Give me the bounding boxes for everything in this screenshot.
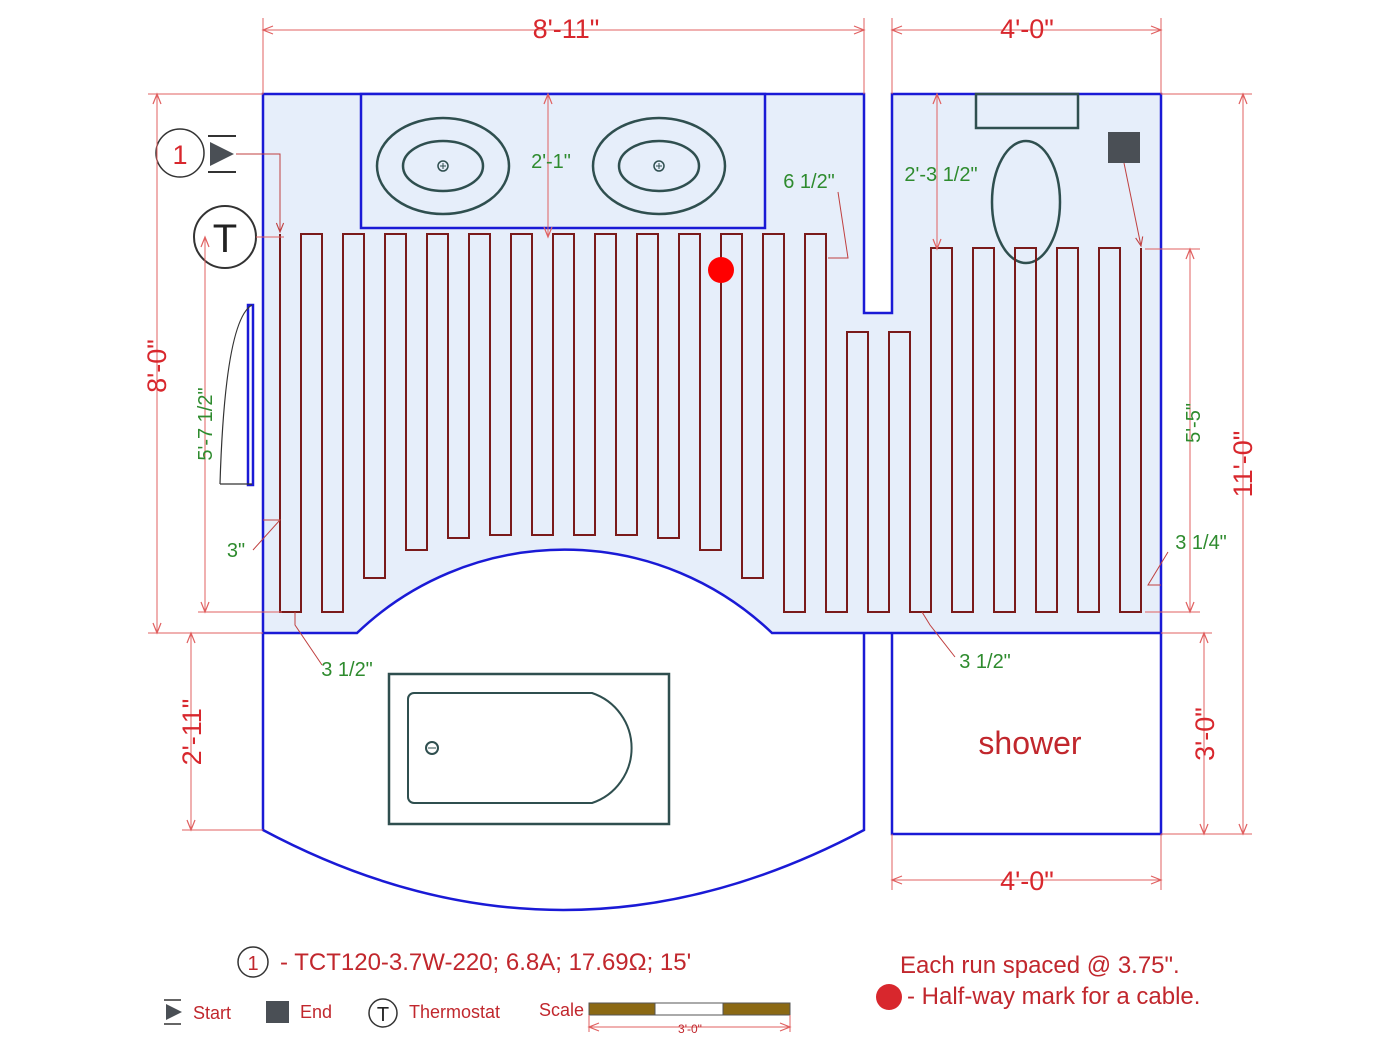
legend-end-label: End xyxy=(300,1002,332,1022)
end-square-icon xyxy=(266,1001,289,1023)
legend-scale-label: Scale xyxy=(539,1000,584,1020)
thermostat-circle-icon xyxy=(368,998,398,1028)
dim-left-height: 8'-0" xyxy=(142,339,172,393)
bathtub xyxy=(387,672,671,826)
red-dot-icon xyxy=(876,984,902,1010)
heating-cable xyxy=(279,233,1142,613)
dim-right-wall-gap: 3 1/4" xyxy=(1175,532,1227,554)
dim-bottom-right-width: 4'-0" xyxy=(1000,866,1054,896)
sink-right xyxy=(591,116,727,216)
dim-heated-left: 5'-7 1/2" xyxy=(195,387,217,460)
door-swing-arc xyxy=(219,304,253,485)
toilet xyxy=(974,92,1080,265)
start-triangle-icon xyxy=(210,142,234,166)
legend-cable-id: 1 xyxy=(247,953,258,975)
legend-scale-value: 3'-0" xyxy=(678,1022,702,1036)
dim-bottom-gap-right: 3 1/2" xyxy=(959,651,1011,673)
start-triangle-icon xyxy=(166,1004,182,1020)
halfway-mark-dot xyxy=(708,257,734,283)
dim-left-lower-height: 2'-11" xyxy=(177,699,207,766)
cable-number: 1 xyxy=(172,140,187,170)
legend-thermostat-label: Thermostat xyxy=(409,1002,500,1022)
leader-lines xyxy=(252,191,1169,666)
legend-halfway-note: - Half-way mark for a cable. xyxy=(907,983,1200,1010)
thermostat-symbol: T xyxy=(193,205,284,269)
start-legend-icon xyxy=(164,999,182,1025)
dim-top-left-width: 8'-11" xyxy=(533,14,600,44)
shower-outline xyxy=(890,633,1163,836)
end-marker-icon xyxy=(1108,132,1140,163)
sink-left xyxy=(375,116,511,216)
room-walls xyxy=(219,92,1163,912)
dim-left-wall-gap: 3" xyxy=(227,540,245,562)
legend-cable-circle xyxy=(237,946,269,978)
shower-label: shower xyxy=(978,725,1082,761)
dim-pony-wall-gap: 6 1/2" xyxy=(783,171,835,193)
dim-heated-right: 5'-5" xyxy=(1183,403,1205,443)
dim-top-right-width: 4'-0" xyxy=(1000,14,1054,44)
legend-cable-spec: - TCT120-3.7W-220; 6.8A; 17.69Ω; 15' xyxy=(280,949,691,976)
dim-right-lower-height: 3'-0" xyxy=(1190,707,1220,761)
legend-start-label: Start xyxy=(193,1003,231,1023)
bath-area-outline xyxy=(261,633,866,912)
legend-spacing-note: Each run spaced @ 3.75". xyxy=(900,952,1180,979)
fixtures xyxy=(375,92,1080,826)
thermostat-letter: T xyxy=(213,217,237,261)
dim-bottom-gap-left: 3 1/2" xyxy=(321,659,373,681)
dim-toilet-gap: 2'-3 1/2" xyxy=(904,164,977,186)
legend: 1 - TCT120-3.7W-220; 6.8A; 17.69Ω; 15' E… xyxy=(164,946,1200,1036)
dim-right-total-height: 11'-0" xyxy=(1228,431,1258,498)
door-leaf xyxy=(246,303,255,487)
end-leader-line xyxy=(1123,162,1144,248)
legend-thermostat-symbol: T xyxy=(377,1004,389,1026)
dim-vanity-gap: 2'-1" xyxy=(531,151,571,173)
red-dimensions xyxy=(148,18,1252,890)
scale-bar xyxy=(587,1002,792,1032)
